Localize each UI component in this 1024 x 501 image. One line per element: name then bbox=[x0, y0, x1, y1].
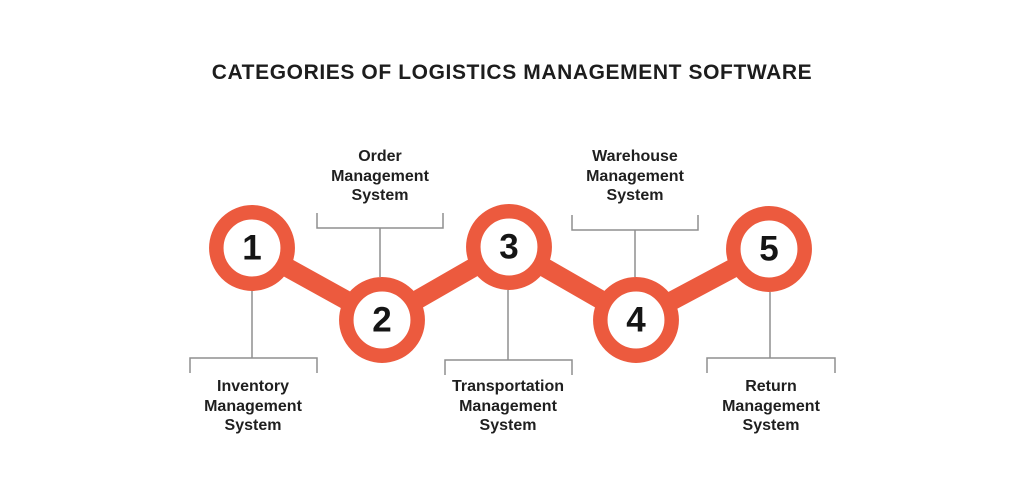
node-circle-5 bbox=[726, 206, 812, 292]
label-line: Transportation bbox=[451, 378, 565, 395]
label-line: System bbox=[742, 417, 800, 434]
node-circle-1 bbox=[209, 205, 295, 291]
label-connectors bbox=[189, 213, 836, 375]
node-1-label: Inventory Management System bbox=[204, 377, 302, 436]
label-line: Inventory bbox=[216, 378, 290, 395]
node-3-number: 3 bbox=[499, 227, 519, 267]
node-5-label: Return Management System bbox=[722, 377, 820, 436]
label-line: Management bbox=[459, 397, 557, 415]
label-line: Order bbox=[358, 148, 402, 165]
label-line: System bbox=[479, 417, 537, 434]
node-1-number: 1 bbox=[242, 228, 262, 268]
connector-node-4 bbox=[571, 215, 699, 277]
node-circle-4 bbox=[593, 277, 679, 363]
label-line: System bbox=[351, 187, 409, 204]
node-circle-2 bbox=[339, 277, 425, 363]
node-2-number: 2 bbox=[372, 300, 392, 340]
page-title: CATEGORIES OF LOGISTICS MANAGEMENT SOFTW… bbox=[211, 61, 813, 84]
connector-node-3 bbox=[444, 290, 573, 375]
node-3-label: Transportation Management System bbox=[452, 377, 564, 436]
label-line: System bbox=[606, 187, 664, 204]
node-4-number: 4 bbox=[626, 300, 646, 340]
connector-node-2 bbox=[316, 213, 444, 277]
label-line: Management bbox=[204, 397, 302, 415]
label-line: Warehouse bbox=[592, 148, 678, 165]
connector-node-1 bbox=[189, 291, 318, 373]
label-line: Management bbox=[331, 167, 429, 185]
connector-node-5 bbox=[706, 292, 836, 373]
label-line: System bbox=[224, 417, 282, 434]
node-2-label: Order Management System bbox=[331, 147, 429, 206]
label-line: Return bbox=[745, 378, 797, 395]
node-4-label: Warehouse Management System bbox=[586, 147, 684, 206]
label-line: Management bbox=[586, 167, 684, 185]
node-circle-3 bbox=[466, 204, 552, 290]
node-5-number: 5 bbox=[759, 229, 779, 269]
label-line: Management bbox=[722, 397, 820, 415]
